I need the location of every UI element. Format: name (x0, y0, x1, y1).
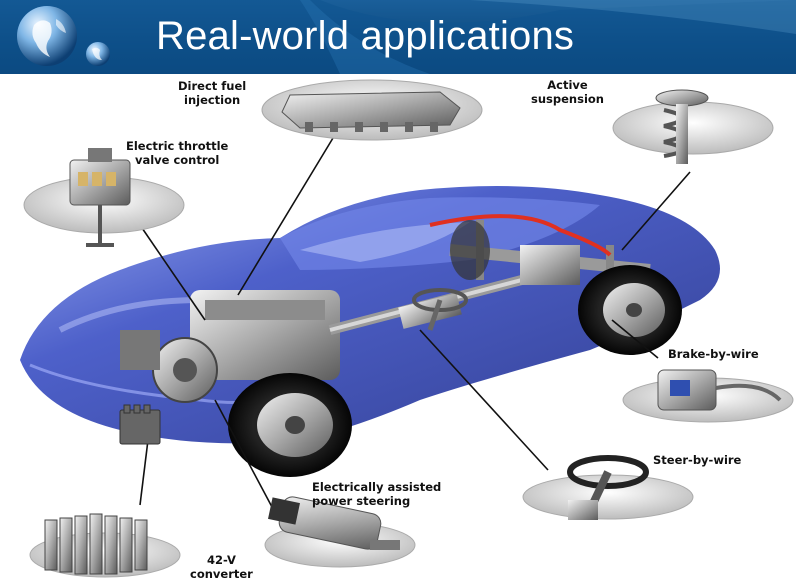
label-electrically-assisted-power-steering: Electrically assisted power steering (312, 480, 442, 508)
engine (120, 290, 340, 403)
label-42v-converter: 42-V converter (190, 553, 253, 581)
label-active-suspension: Active suspension (531, 78, 604, 106)
header-bar: Real-world applications (0, 0, 796, 74)
brake-by-wire-callout (622, 369, 794, 423)
eps-callout (264, 496, 416, 568)
steer-by-wire-callout (522, 455, 694, 520)
42v-converter-callout (29, 404, 181, 578)
leader-lines (139, 137, 691, 508)
header-decoration (0, 0, 796, 74)
brake-line (429, 214, 612, 257)
car-diagram (20, 79, 794, 578)
label-direct-fuel-injection: Direct fuel injection (178, 79, 247, 107)
front-wheel (228, 373, 352, 477)
rear-wheel (578, 265, 682, 355)
active-suspension-callout (612, 89, 774, 164)
rear-left-wheel (450, 220, 490, 280)
direct-fuel-injection-callout (261, 79, 483, 141)
page-title: Real-world applications (156, 14, 575, 58)
small-globe-icon (86, 42, 110, 66)
label-steer-by-wire: Steer-by-wire (653, 453, 742, 467)
label-electric-throttle: Electric throttle valve control (126, 139, 229, 167)
label-brake-by-wire: Brake-by-wire (668, 347, 759, 361)
globe-icon (17, 6, 77, 66)
electric-throttle-callout (23, 148, 185, 247)
steering-column-center (412, 288, 468, 331)
